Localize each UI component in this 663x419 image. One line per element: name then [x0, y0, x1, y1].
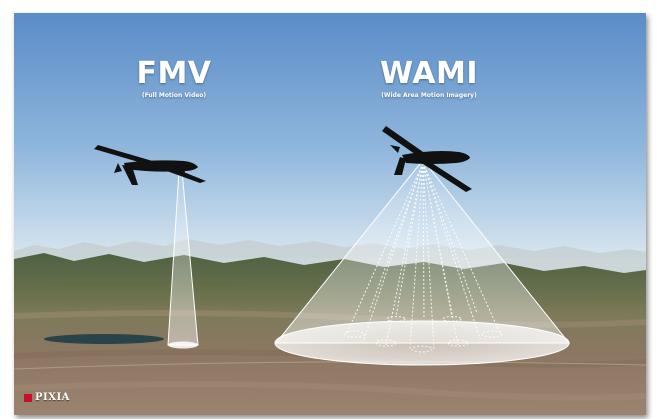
logo-mark-icon — [24, 393, 32, 402]
lake — [44, 334, 164, 344]
wami-subtitle: (Wide Area Motion Imagery) — [381, 92, 477, 99]
fmv-title: FMV — [136, 56, 212, 91]
wami-drone-icon — [382, 126, 472, 192]
fmv-subtitle: (Full Motion Video) — [141, 92, 207, 99]
fmv-wami-illustration — [14, 13, 646, 415]
illustration-frame: FMV (Full Motion Video) WAMI (Wide Area … — [14, 13, 646, 415]
logo-text: PIXIA — [35, 392, 70, 403]
road — [14, 361, 646, 370]
wami-title: WAMI — [380, 56, 478, 91]
pixia-logo: PIXIA — [24, 392, 70, 403]
fmv-drone-icon — [94, 145, 206, 185]
sky — [14, 13, 646, 258]
wami-sensor-beam-icon — [274, 159, 571, 366]
field-band — [14, 381, 646, 401]
